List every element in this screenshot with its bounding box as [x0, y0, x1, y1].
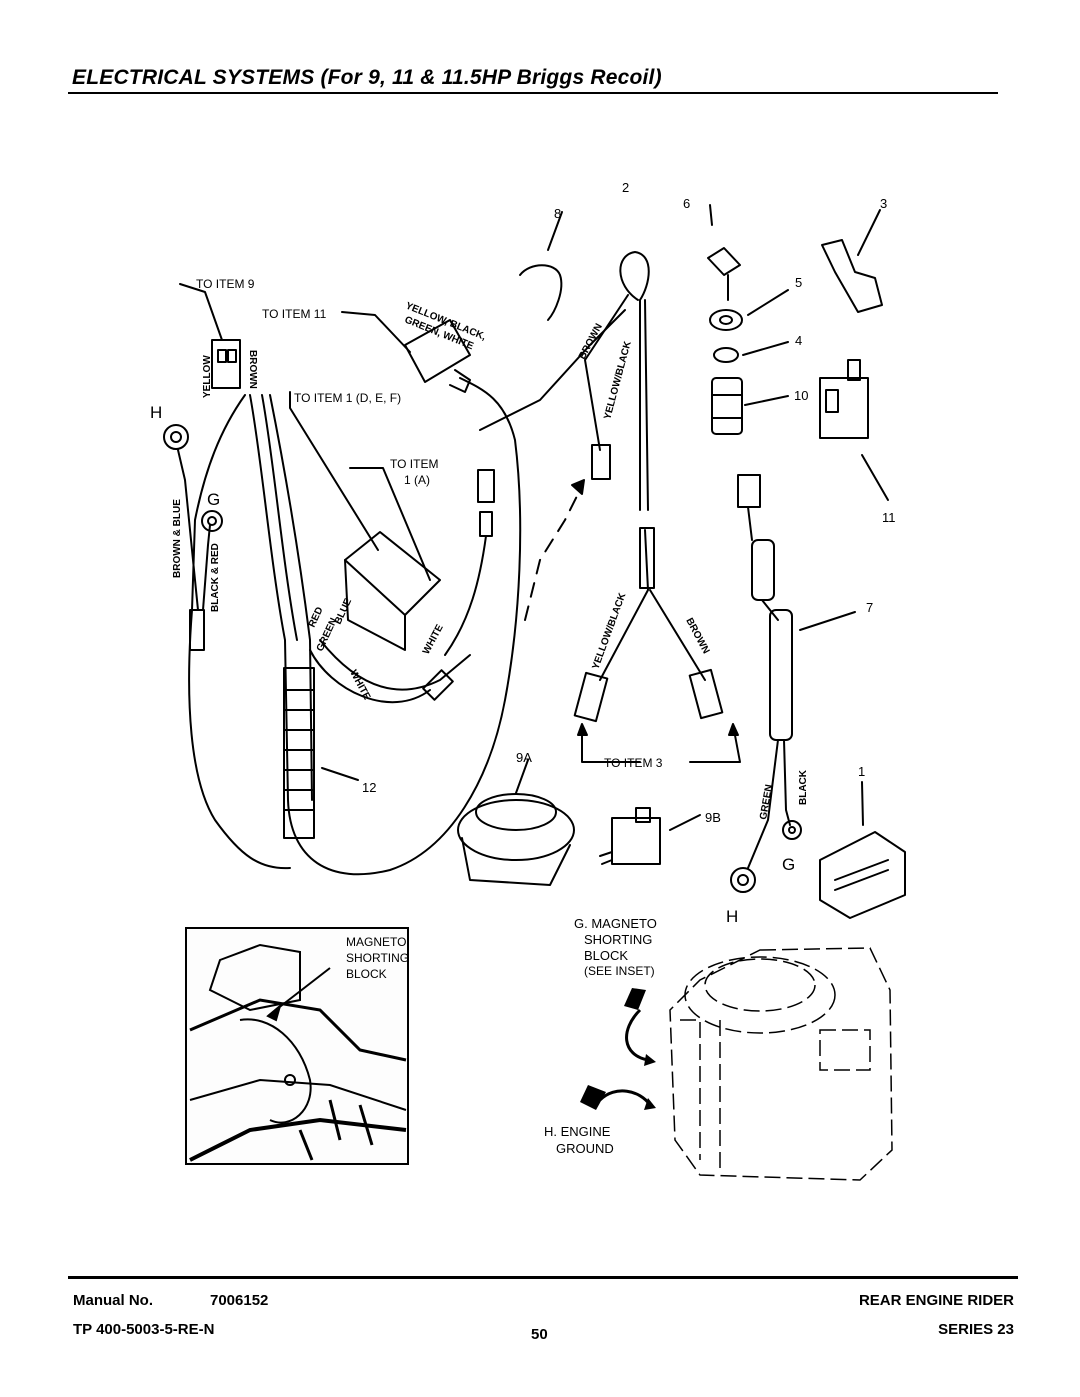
label-to-item1-def: TO ITEM 1 (D, E, F) [294, 391, 401, 405]
item-number-2: 2 [622, 180, 629, 195]
wire-label-red: RED [307, 605, 326, 629]
item9b-switch [611, 817, 661, 865]
letter-h-right: H [726, 907, 738, 926]
ring-terminal-h-right [730, 867, 756, 893]
label-to-item1a-line2: 1 (A) [404, 473, 430, 487]
letter-h-left: H [150, 403, 162, 422]
g-magneto-label-2: SHORTING [584, 932, 652, 947]
connector-item9 [211, 339, 241, 389]
inset-photo [185, 927, 409, 1165]
item7-connector [737, 474, 761, 508]
wire-label-white: WHITE [421, 623, 446, 657]
ring-terminal-g-left [201, 510, 223, 532]
connector-br [688, 668, 724, 720]
inset-label-1: MAGNETO [346, 935, 406, 949]
item8-clip [519, 264, 563, 321]
inset-label-2: SHORTING [346, 951, 409, 965]
connector-yb [573, 671, 609, 723]
title-rule [68, 92, 998, 94]
series-label: SERIES 23 [938, 1321, 1014, 1338]
g-magneto-label-3: BLOCK [584, 948, 628, 963]
wire-label-black-7: BLACK [798, 769, 809, 805]
footer-rule [68, 1276, 1018, 1279]
item11-switch [819, 377, 869, 439]
page-title: ELECTRICAL SYSTEMS (For 9, 11 & 11.5HP B… [72, 66, 662, 89]
wire-label-yb-top: YELLOW/BLACK [602, 339, 634, 420]
engine-outline [669, 947, 893, 1181]
inset-label-3: BLOCK [346, 967, 387, 981]
item-number-10: 10 [794, 388, 808, 403]
wire-label-black-red: BLACK & RED [210, 543, 221, 612]
label-to-item11: TO ITEM 11 [262, 307, 327, 321]
ring-terminal-h-left [163, 424, 189, 450]
wire-label-brown-top: BROWN [577, 322, 605, 362]
item4-washer [713, 347, 739, 363]
ring-terminal-g-right [782, 820, 802, 840]
letter-g-right: G [782, 855, 795, 874]
tp-number: TP 400-5003-5-RE-N [73, 1321, 215, 1338]
g-magneto-label-4: (SEE INSET) [584, 964, 655, 978]
item-number-7: 7 [866, 600, 873, 615]
item5-nut [709, 309, 743, 331]
wire-label-white-2: WHITE [347, 668, 372, 702]
item9a-sensor [457, 799, 575, 861]
wire-label-yb-y: YELLOW/BLACK [590, 591, 628, 671]
harness-sleeve [283, 667, 315, 839]
connector-item11 [404, 319, 471, 383]
item-number-4: 4 [795, 333, 802, 348]
wire-label-green-7: GREEN [758, 784, 775, 821]
wire-label-brown-blue: BROWN & BLUE [172, 499, 183, 578]
connector-white [422, 669, 454, 701]
item10-switch [711, 377, 743, 435]
item6-key [707, 247, 741, 276]
letter-g-left: G [207, 490, 220, 509]
item-number-1: 1 [858, 764, 865, 779]
h-ground-label-1: H. ENGINE [544, 1124, 611, 1139]
manual-number: 7006152 [210, 1292, 269, 1309]
label-to-item1a-line1: TO ITEM [390, 457, 438, 471]
label-to-item3: TO ITEM 3 [604, 756, 663, 770]
module-block [344, 531, 441, 616]
h-ground-label-2: GROUND [556, 1141, 614, 1156]
item-number-11: 11 [882, 510, 896, 525]
label-to-item9: TO ITEM 9 [196, 277, 255, 291]
main-harness [249, 377, 522, 876]
manual-label: Manual No. [73, 1292, 154, 1309]
product-name: REAR ENGINE RIDER [858, 1292, 1014, 1309]
item2-loop [619, 251, 650, 301]
page-number: 50 [531, 1326, 548, 1343]
item-number-9b: 9B [705, 810, 721, 825]
item-number-3: 3 [880, 196, 887, 211]
item-number-8: 8 [554, 206, 561, 221]
wire-label-yellow: YELLOW [202, 355, 213, 398]
item1-connector [819, 831, 906, 919]
item-number-6: 6 [683, 196, 690, 211]
wire-label-brown: BROWN [247, 350, 258, 389]
item-number-5: 5 [795, 275, 802, 290]
item3-bracket [821, 239, 883, 313]
g-magneto-label-1: G. MAGNETO [574, 916, 657, 931]
item-number-9a: 9A [516, 750, 532, 765]
item-number-12: 12 [362, 780, 376, 795]
